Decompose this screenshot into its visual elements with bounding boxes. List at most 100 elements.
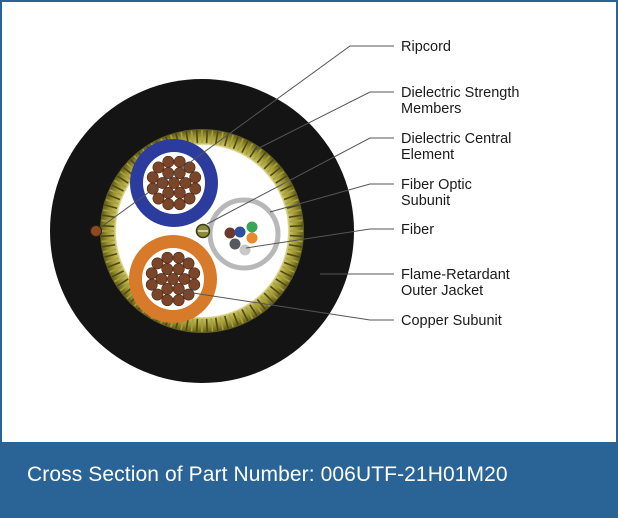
copper-wire xyxy=(152,192,165,205)
strength-strand xyxy=(219,132,224,146)
strength-strand xyxy=(245,306,254,319)
copper-wire xyxy=(152,161,165,174)
copper-wire xyxy=(172,283,185,295)
strength-strand xyxy=(286,253,300,258)
label-line: Fiber xyxy=(401,222,434,238)
strength-strand xyxy=(103,248,117,253)
label-flame-retardant-outer-jacket: Flame-Retardant Outer Jacket xyxy=(401,267,510,299)
strength-strand xyxy=(260,155,271,167)
fiber-optic-subunit xyxy=(207,197,281,271)
strength-strand xyxy=(249,304,258,317)
label-fiber-optic-subunit: Fiber Optic Subunit xyxy=(401,177,472,209)
strength-strand xyxy=(195,318,199,332)
strength-strand xyxy=(289,219,303,223)
copper-wire xyxy=(188,267,201,280)
strength-strand xyxy=(280,184,293,192)
strength-strand xyxy=(107,261,121,268)
cable-cross-section-diagram: Ripcord Dielectric Strength Members Diel… xyxy=(50,39,519,383)
strength-strand xyxy=(116,278,129,287)
strength-strand xyxy=(109,266,122,273)
strength-strand xyxy=(285,199,299,205)
strength-strand xyxy=(210,130,214,144)
strength-strand xyxy=(256,152,267,164)
strength-strand xyxy=(280,270,293,278)
optical-fiber xyxy=(246,232,258,244)
strength-strand xyxy=(104,253,118,258)
label-line: Dielectric Central xyxy=(401,131,511,147)
leader-fiber-optic-subunit xyxy=(269,183,394,213)
strength-strand xyxy=(286,204,300,209)
optical-fiber xyxy=(239,244,251,256)
strength-strand xyxy=(232,136,239,150)
strength-strand xyxy=(237,311,244,324)
strength-strand xyxy=(269,166,281,177)
leader-central-element xyxy=(206,137,394,225)
copper-wire xyxy=(183,192,196,205)
copper-wire xyxy=(155,273,168,285)
strength-strand xyxy=(253,301,263,314)
strength-strand xyxy=(114,274,127,283)
strength-strand xyxy=(228,134,234,148)
copper-wire xyxy=(151,257,164,270)
optical-fiber xyxy=(234,226,246,238)
strength-strand xyxy=(102,243,116,248)
strength-strand xyxy=(263,159,274,170)
strength-strand xyxy=(119,282,132,292)
optical-fiber xyxy=(224,227,236,239)
strength-strand xyxy=(249,145,258,158)
label-line: Outer Jacket xyxy=(401,283,483,299)
strength-strand xyxy=(245,143,254,156)
strength-strand xyxy=(102,214,116,219)
copper-wire xyxy=(162,187,175,199)
copper-wire xyxy=(161,251,174,264)
strength-strand xyxy=(256,298,267,310)
strength-strand xyxy=(119,170,132,180)
strength-strand xyxy=(114,179,127,188)
copper-wire xyxy=(161,294,174,307)
copper-wire xyxy=(188,278,201,291)
copper-wire xyxy=(146,171,159,184)
leader-fiber xyxy=(245,228,394,249)
caption-text: Cross Section of Part Number: 006UTF-21H… xyxy=(27,463,508,486)
leader-ripcord xyxy=(100,45,394,228)
label-line: Element xyxy=(401,147,454,163)
strength-strand xyxy=(288,214,302,219)
copper-wire xyxy=(189,182,202,195)
strength-strand xyxy=(282,266,295,273)
strength-strand xyxy=(107,194,121,201)
strength-strand xyxy=(205,130,209,144)
strength-strand xyxy=(101,239,115,243)
copper-wire xyxy=(162,167,175,179)
strength-strand xyxy=(266,162,278,173)
strength-strand xyxy=(287,209,301,214)
label-line: Flame-Retardant xyxy=(401,267,510,283)
strength-strand xyxy=(232,312,239,326)
label-copper-subunit: Copper Subunit xyxy=(401,313,502,329)
label-line: Ripcord xyxy=(401,39,451,55)
strength-strand xyxy=(224,315,229,329)
strength-strand xyxy=(111,184,124,192)
caption-bar: Cross Section of Part Number: 006UTF-21H… xyxy=(2,442,616,516)
strength-strand xyxy=(275,175,288,184)
copper-wire xyxy=(172,263,185,275)
copper-wire xyxy=(173,155,186,168)
label-dielectric-strength-members: Dielectric Strength Members xyxy=(401,85,519,117)
strength-strand xyxy=(253,148,263,161)
copper-wire xyxy=(182,288,195,301)
label-line: Members xyxy=(401,101,461,117)
copper-wire xyxy=(162,155,175,168)
copper-wire xyxy=(183,161,196,174)
strength-strand xyxy=(285,257,299,263)
strength-strand xyxy=(219,316,224,330)
strength-strand xyxy=(214,317,219,331)
strength-strand xyxy=(289,224,303,228)
copper-wire xyxy=(172,294,185,307)
strength-strand xyxy=(237,138,244,151)
copper-wire xyxy=(168,177,180,189)
copper-wire xyxy=(145,267,158,280)
strength-strand xyxy=(205,318,209,332)
strength-strand xyxy=(105,199,119,205)
blue-subunit-wires xyxy=(146,155,202,211)
strength-strand xyxy=(272,170,285,180)
strength-strand xyxy=(101,219,115,223)
